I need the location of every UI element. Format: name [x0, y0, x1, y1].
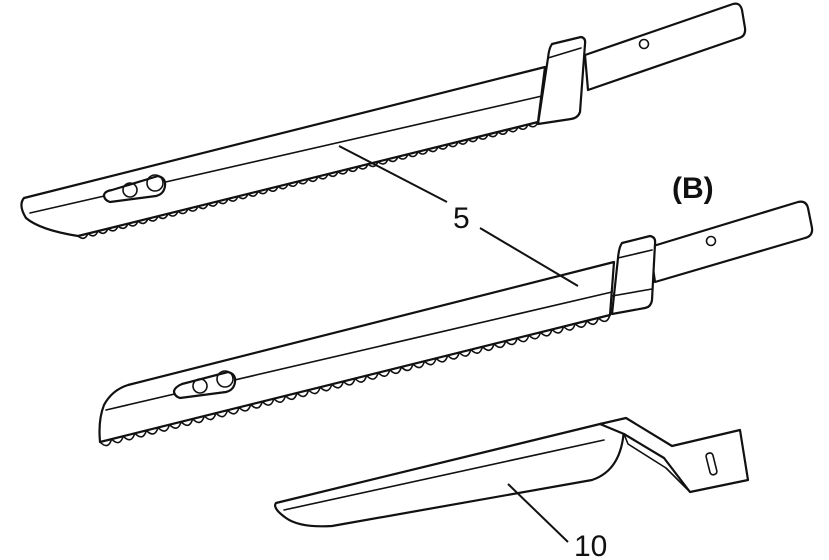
bottom-blade-rivet [172, 370, 237, 400]
leader-10 [507, 483, 569, 543]
label-part-10: 10 [574, 530, 607, 560]
label-variant-b: (B) [672, 172, 714, 205]
top-blade-rivet [102, 174, 167, 204]
leader-lines [338, 145, 579, 543]
leader-5-top [338, 145, 448, 203]
top-blade [20, 2, 747, 240]
smooth-blade-slot [705, 452, 718, 476]
smooth-blade-tang [598, 416, 750, 494]
top-blade-tang [583, 2, 747, 92]
smooth-blade [274, 416, 750, 528]
bottom-blade-serration [99, 314, 611, 447]
bottom-blade-collar [610, 234, 657, 316]
bottom-blade-hole [705, 235, 717, 247]
top-blade-serration [77, 121, 539, 240]
top-blade-collar [536, 35, 587, 126]
bottom-blade-tang [648, 200, 814, 284]
top-blade-hole [638, 38, 650, 50]
label-part-5: 5 [453, 202, 470, 235]
bottom-blade [98, 200, 814, 447]
leader-5-bottom [479, 227, 579, 287]
